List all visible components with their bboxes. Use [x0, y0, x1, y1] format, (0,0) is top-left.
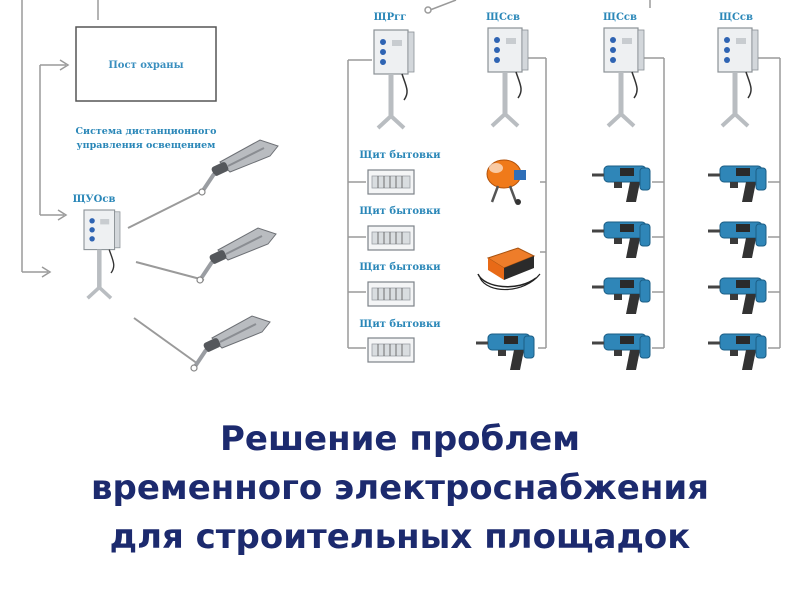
hut-panel-icon	[367, 281, 415, 307]
hammer-drill-icon	[590, 164, 652, 204]
welding-machine-icon	[477, 247, 541, 291]
right-wiring	[347, 0, 781, 349]
shsv-cabinet-icon-2	[604, 28, 644, 126]
title-line-3: для строительных площадок	[109, 517, 691, 557]
shsv-cabinet-icon-3	[718, 28, 758, 126]
shsv-label-2: ЩСсв	[603, 12, 637, 23]
shuo-cabinet-icon	[84, 210, 120, 298]
concrete-mixer-icon	[485, 158, 528, 207]
hammer-drill-icon	[590, 276, 652, 316]
remote-system-label-line2: управления освещением	[77, 140, 216, 151]
hammer-drill-icon	[706, 220, 768, 260]
shrg-cabinet-icon	[374, 30, 414, 128]
hammer-drill-icon	[590, 220, 652, 260]
hut-panel-icon	[367, 337, 415, 363]
lamp-cables	[127, 191, 205, 365]
title-line-2: временного электроснабжения	[90, 468, 710, 508]
remote-system-label-line1: Система дистанционного	[76, 126, 217, 137]
hut-label-4: Щит бытовки	[359, 319, 441, 330]
shrg-label: ЩРгг	[374, 12, 407, 23]
street-light-icon	[195, 226, 278, 285]
page-title: Решение проблем временного электроснабже…	[0, 415, 800, 562]
guard-post-box	[75, 26, 217, 102]
shsv-label-3: ЩСсв	[719, 12, 753, 23]
hut-label-1: Щит бытовки	[359, 150, 441, 161]
hut-label-2: Щит бытовки	[359, 206, 441, 217]
hut-label-3: Щит бытовки	[359, 262, 441, 273]
street-light-icon	[189, 314, 272, 373]
hammer-drill-icon	[706, 332, 768, 372]
guard-post-label: Пост охраны	[108, 60, 183, 71]
shsv-label-1: ЩСсв	[486, 12, 520, 23]
title-line-1: Решение проблем	[219, 419, 581, 459]
shsv-cabinet-icon-1	[488, 28, 528, 126]
left-wiring	[21, 0, 99, 278]
shuo-label: ЩУОсв	[73, 194, 116, 205]
hut-panel-icon	[367, 225, 415, 251]
hammer-drill-icon	[706, 276, 768, 316]
hammer-drill-icon	[706, 164, 768, 204]
hut-panel-icon	[367, 169, 415, 195]
hammer-drill-icon	[474, 332, 536, 372]
hammer-drill-icon	[590, 332, 652, 372]
